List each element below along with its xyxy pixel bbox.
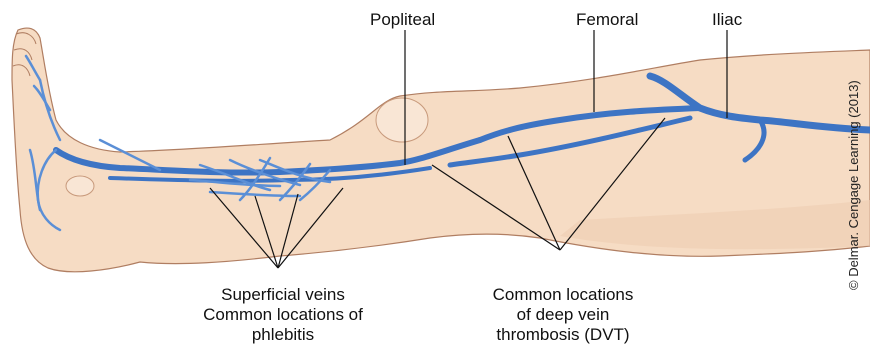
superficial-line-2: Common locations of — [188, 305, 378, 325]
deep-line-2: of deep vein — [468, 305, 658, 325]
iliac-label: Iliac — [712, 10, 742, 30]
superficial-line-1: Superficial veins — [188, 285, 378, 305]
superficial-line-3: phlebitis — [188, 325, 378, 345]
deep-line-1: Common locations — [468, 285, 658, 305]
copyright-credit: © Delmar. Cengage Learning (2013) — [846, 80, 861, 290]
ankle-bone — [66, 176, 94, 196]
superficial-veins-label: Superficial veins Common locations of ph… — [188, 285, 378, 345]
femoral-label: Femoral — [576, 10, 638, 30]
dvt-locations-label: Common locations of deep vein thrombosis… — [468, 285, 658, 345]
popliteal-label: Popliteal — [370, 10, 435, 30]
knee-cap — [376, 98, 428, 142]
deep-line-3: thrombosis (DVT) — [468, 325, 658, 345]
